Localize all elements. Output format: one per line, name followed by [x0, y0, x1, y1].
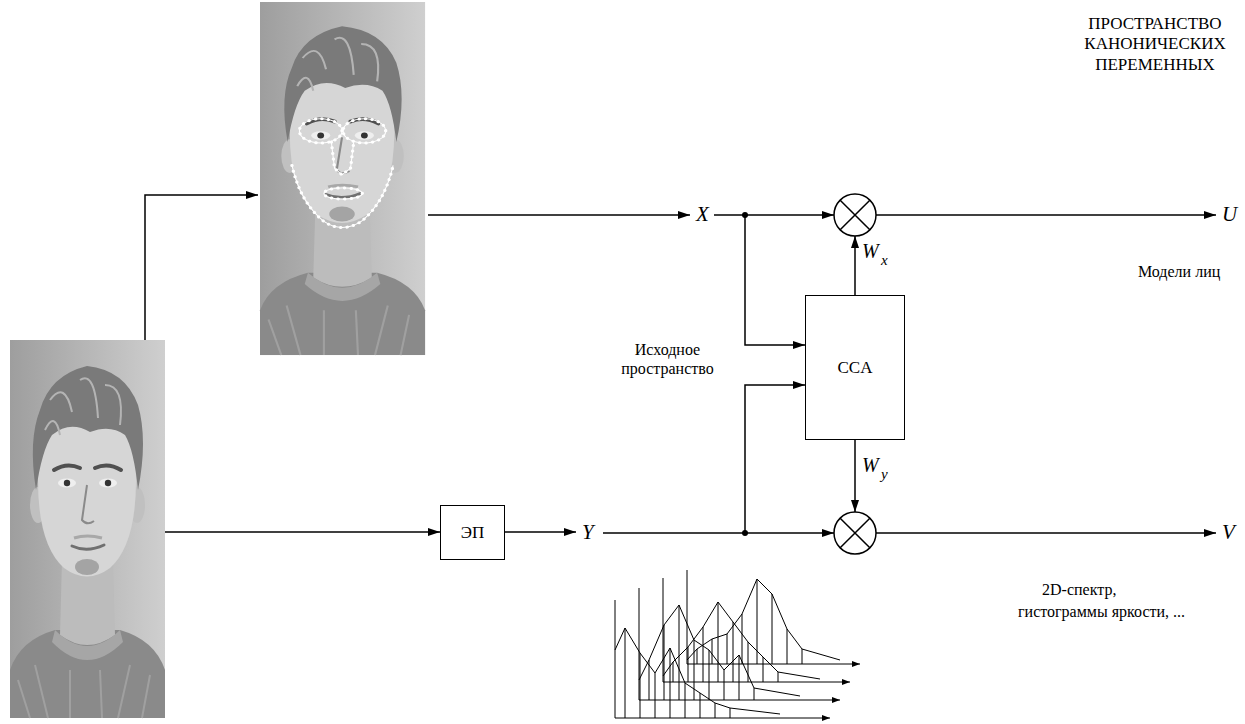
- histogram-plot: [697, 579, 802, 664]
- note-label: Модели лиц: [1138, 262, 1220, 281]
- variable-label: X: [696, 202, 709, 227]
- landmark-contour: [292, 119, 393, 228]
- variable-label: V: [1222, 520, 1235, 545]
- weight-arrow: [854, 440, 856, 512]
- weight-label: W: [862, 239, 879, 263]
- multiplier-symbol: [834, 512, 876, 554]
- variable-label: U: [1222, 202, 1237, 227]
- signal-arrow: [876, 214, 1216, 216]
- space-title: ПРОСТРАНСТВО КАНОНИЧЕСКИХ ПЕРЕМЕННЫХ: [1070, 14, 1240, 75]
- process-box: ЭП: [440, 505, 505, 560]
- histogram-plot: [615, 570, 860, 718]
- subscript-label: y: [881, 465, 888, 483]
- multiplier-symbol: [840, 518, 870, 548]
- landmark-contour: [299, 119, 342, 143]
- landmark-contour: [292, 119, 393, 228]
- multiplier-symbol: [834, 194, 876, 236]
- weight-label: W: [862, 453, 879, 477]
- histogram-plot: [615, 600, 830, 718]
- landmark-contour: [331, 142, 353, 175]
- landmark-contour: [292, 165, 393, 227]
- junction-dot: [742, 212, 748, 218]
- landmark-contour: [324, 188, 362, 199]
- multiplier-symbol: [834, 194, 876, 236]
- box-text: ЭП: [461, 523, 485, 543]
- histogram-plot: [687, 570, 860, 664]
- landmark-contour: [299, 119, 342, 143]
- multiplier-symbol: [840, 200, 870, 230]
- histogram-plot: [663, 578, 850, 682]
- landmark-contour: [292, 165, 393, 227]
- subscript-label: x: [881, 251, 888, 269]
- signal-arrow: [505, 531, 576, 533]
- face-landmarks: [260, 2, 425, 355]
- histogram-plot: [687, 579, 840, 660]
- landmark-contour: [343, 119, 386, 143]
- branch-arrow: [745, 385, 805, 533]
- signal-wires: [145, 195, 1216, 533]
- space-label: Исходное пространство: [610, 340, 725, 378]
- multiplier-symbol: [834, 512, 876, 554]
- signal-arrow: [603, 532, 834, 534]
- signal-arrow: [714, 214, 834, 216]
- branch-arrow: [745, 215, 805, 345]
- histogram-plot: [615, 628, 780, 714]
- histogram-plot: [663, 602, 820, 679]
- box-text: CCA: [838, 358, 873, 378]
- face-photo: [260, 2, 425, 355]
- variable-label: Y: [582, 520, 594, 545]
- note-label: гистограммы яркости, ...: [1018, 602, 1185, 621]
- process-box: CCA: [805, 295, 905, 440]
- weight-arrow: [854, 236, 856, 295]
- signal-arrow: [145, 195, 258, 340]
- signal-arrow: [428, 214, 690, 216]
- histogram-plot: [639, 588, 840, 700]
- signal-arrow: [876, 532, 1216, 534]
- signal-arrow: [165, 531, 440, 533]
- landmark-contour: [343, 119, 386, 143]
- landmark-contour: [331, 142, 353, 175]
- note-label: 2D-спектр,: [1042, 580, 1116, 599]
- junction-dot: [742, 530, 748, 536]
- landmark-contour: [324, 188, 362, 199]
- histogram-plot: [625, 628, 730, 718]
- histogram-plot: [639, 605, 800, 696]
- histogram-plot: [673, 602, 778, 682]
- histogram-plot: [649, 605, 754, 700]
- face-photo: [10, 340, 165, 718]
